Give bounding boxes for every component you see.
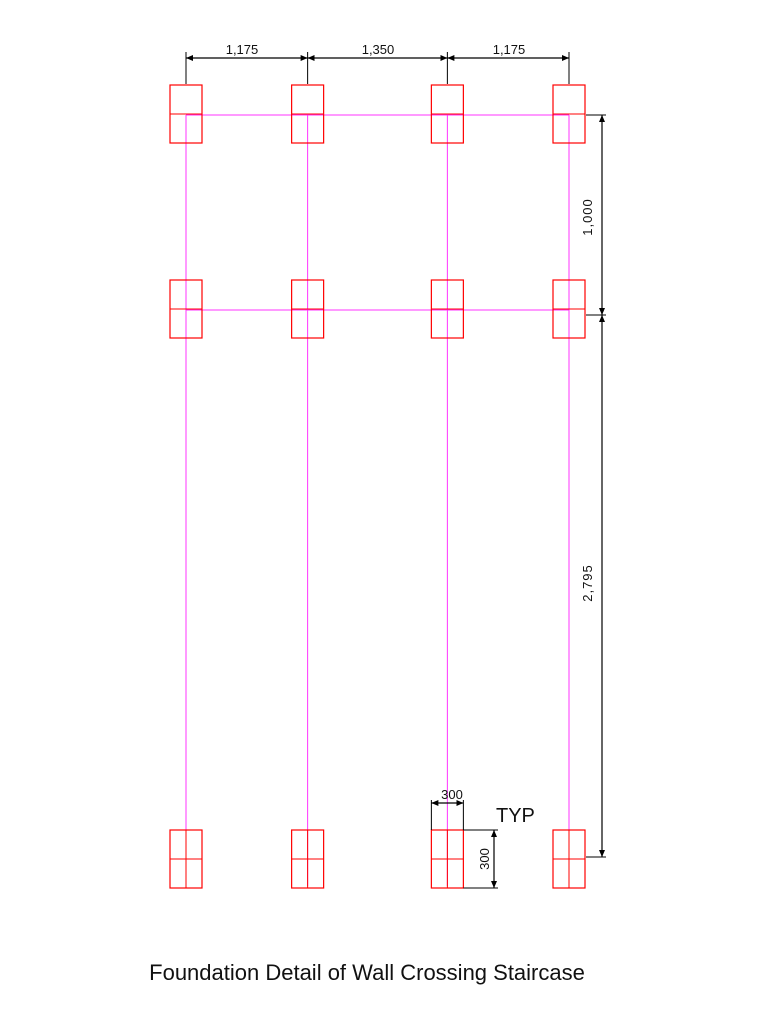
footing-r3-c4 bbox=[552, 829, 586, 889]
top-dim-label-3: 1,175 bbox=[493, 42, 526, 57]
footing-width-label: 300 bbox=[441, 787, 463, 802]
footings bbox=[169, 84, 586, 889]
footing-r1-c1 bbox=[169, 84, 203, 144]
top-dim-label-2: 1,350 bbox=[362, 42, 395, 57]
footing-r3-c3 bbox=[430, 829, 464, 889]
footing-r2-c4 bbox=[552, 279, 586, 339]
footing-r2-c2 bbox=[291, 279, 325, 339]
footing-r2-c3 bbox=[430, 279, 464, 339]
footing-height-label: 300 bbox=[477, 848, 492, 870]
footing-r2-c1 bbox=[169, 279, 203, 339]
footing-r3-c1 bbox=[169, 829, 203, 889]
footing-r3-c2 bbox=[291, 829, 325, 889]
typ-note: TYP bbox=[496, 805, 535, 827]
top-dim-label-1: 1,175 bbox=[226, 42, 259, 57]
dimensions bbox=[185, 52, 606, 889]
footing-r1-c2 bbox=[291, 84, 325, 144]
footing-r1-c4 bbox=[552, 84, 586, 144]
wall-lines bbox=[185, 114, 570, 886]
drawing-title: Foundation Detail of Wall Crossing Stair… bbox=[149, 960, 585, 985]
right-dim-label-2: 2,795 bbox=[580, 564, 595, 602]
right-dim-label-1: 1,000 bbox=[580, 198, 595, 236]
footing-r1-c3 bbox=[430, 84, 464, 144]
